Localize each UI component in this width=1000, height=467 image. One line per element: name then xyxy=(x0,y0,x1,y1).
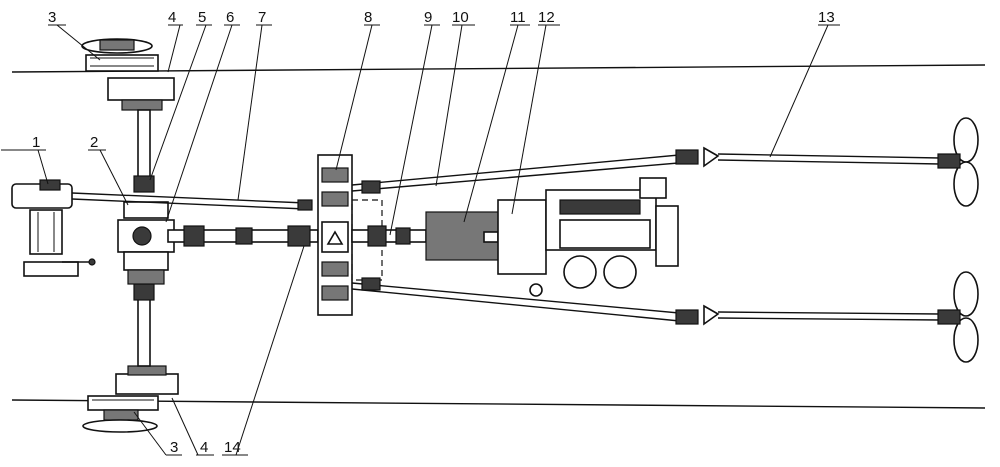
gearbox xyxy=(425,199,547,275)
lower-propeller xyxy=(937,271,979,363)
top-wheel-hub xyxy=(81,38,175,111)
label-2: 2 xyxy=(90,134,98,151)
label-8: 8 xyxy=(364,9,372,26)
label-3-bottom: 3 xyxy=(170,439,178,456)
label-12: 12 xyxy=(538,9,555,26)
engine xyxy=(529,177,679,297)
winch-drive-shaft xyxy=(71,192,313,211)
front-transfer-case xyxy=(117,201,175,285)
leader-lines xyxy=(1,24,840,456)
callout-labels: 3 4 5 6 7 8 9 10 11 12 13 1 2 3 4 14 xyxy=(32,9,835,456)
label-1: 1 xyxy=(32,134,40,151)
front-propeller-shaft xyxy=(167,225,319,247)
upper-propeller-shaft xyxy=(351,146,941,194)
label-13: 13 xyxy=(818,9,835,26)
lower-propeller-shaft xyxy=(351,277,941,326)
label-5: 5 xyxy=(198,9,206,26)
label-14: 14 xyxy=(224,439,241,456)
label-7: 7 xyxy=(258,9,266,26)
label-3-top: 3 xyxy=(48,9,56,26)
axle-shafts xyxy=(133,109,155,367)
bottom-wheel-hub xyxy=(82,365,179,433)
intermediate-shaft xyxy=(351,225,427,247)
label-11: 11 xyxy=(510,9,526,26)
label-6: 6 xyxy=(226,9,234,26)
label-4-top: 4 xyxy=(168,9,176,26)
front-winch xyxy=(11,179,96,277)
hull-outline xyxy=(11,64,986,409)
label-10: 10 xyxy=(452,9,469,26)
label-4-bottom: 4 xyxy=(200,439,208,456)
label-9: 9 xyxy=(424,9,432,26)
upper-propeller xyxy=(937,117,979,207)
